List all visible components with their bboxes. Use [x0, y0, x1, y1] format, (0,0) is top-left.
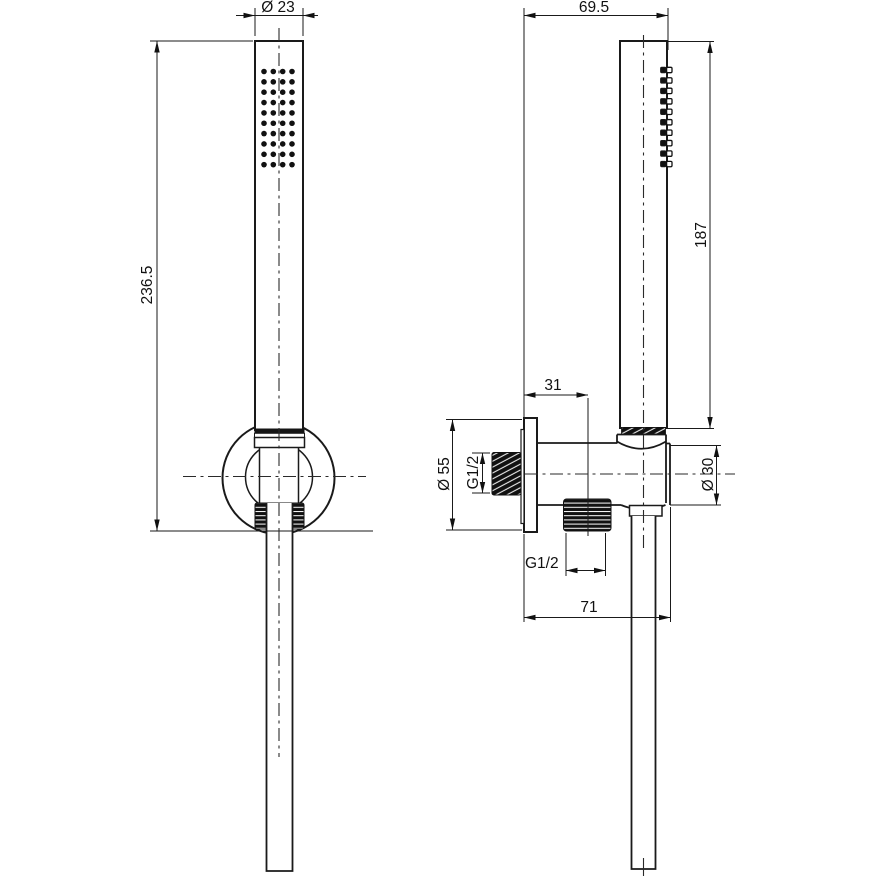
dim-label-handle-length: 187	[693, 222, 710, 248]
spray-nozzle-dot	[261, 89, 267, 95]
inlet-thread	[491, 452, 522, 496]
spray-nozzle-dot	[279, 151, 286, 158]
spray-nozzle-dot	[261, 99, 267, 106]
spray-nozzle-dot	[261, 120, 267, 127]
spray-nozzle-dot	[279, 161, 286, 168]
dim-label-outlet-offset: 31	[544, 377, 561, 394]
spray-nozzle-side-dot	[660, 129, 667, 136]
spray-nozzle-side-dot	[660, 66, 667, 74]
spray-nozzle-dot	[270, 79, 277, 85]
spray-nozzle-dot	[270, 120, 277, 127]
dimension-body-diameter: Ø 30	[670, 445, 721, 506]
spray-nozzle-side-dot	[660, 77, 667, 84]
spray-nozzle-side-dot-outline	[665, 98, 673, 105]
spray-nozzle-dot	[289, 79, 295, 85]
spray-nozzle-dot	[261, 68, 267, 75]
spray-nozzle-dot	[289, 68, 295, 75]
cradle-side-outline	[616, 433, 667, 503]
spray-nozzle-side-dot-outline	[665, 66, 673, 74]
side-view: 69.5 187 31 Ø 55	[436, 0, 721, 870]
spray-nozzle-dot	[270, 68, 277, 75]
spray-nozzle-dot	[279, 130, 286, 137]
spray-nozzle-side-dot-outline	[665, 150, 673, 157]
spray-nozzle-dot	[279, 89, 286, 95]
dim-label-total-length: 236.5	[139, 266, 156, 305]
spray-nozzle-dot	[279, 99, 286, 106]
hose-front-outline	[265, 503, 294, 872]
spray-nozzle-side-dot	[660, 150, 667, 157]
spray-nozzle-side-dot	[660, 160, 667, 168]
dim-label-outlet-thread: G1/2	[525, 555, 559, 572]
spray-nozzle-dot	[289, 130, 295, 137]
dimension-handle-length: 187	[667, 41, 714, 429]
spray-nozzle-dot	[270, 161, 277, 168]
bracket-hub-edges	[258, 447, 300, 503]
dimension-outlet-offset: 31	[524, 377, 589, 536]
dim-label-inlet-thread: G1/2	[465, 456, 482, 490]
dim-label-head-diameter: Ø 23	[261, 0, 295, 16]
spray-nozzle-dot	[289, 99, 295, 106]
dim-label-overall-width: 69.5	[579, 0, 609, 16]
spray-nozzle-dot	[289, 120, 295, 127]
spray-nozzle-side-dot	[660, 98, 667, 105]
spray-nozzle-dot	[279, 110, 286, 116]
spray-nozzle-side-dot	[660, 139, 667, 147]
front-view: Ø 23 236.5	[139, 0, 373, 872]
outlet-thread	[563, 498, 612, 532]
spray-nozzle-dot	[270, 99, 277, 106]
spray-nozzle-dot	[289, 110, 295, 116]
spray-nozzle-dot	[261, 130, 267, 137]
dimension-overall-width: 69.5	[523, 0, 669, 418]
spray-nozzle-side-dot	[660, 119, 667, 126]
spray-nozzle-grid	[261, 68, 295, 168]
spray-nozzle-dot	[261, 151, 267, 158]
spray-nozzle-dot	[270, 110, 277, 116]
dimension-overall-depth: 71	[523, 507, 671, 622]
dimension-total-length: 236.5	[139, 40, 373, 532]
spray-nozzles-side	[660, 66, 673, 168]
spray-nozzle-dot	[261, 141, 267, 147]
spray-nozzle-dot	[270, 151, 277, 158]
spray-nozzle-side-dot-outline	[665, 139, 673, 147]
spray-nozzle-side-dot-outline	[665, 129, 673, 137]
spray-nozzle-dot	[279, 79, 286, 85]
spray-nozzle-dot	[289, 141, 295, 147]
hose-side-fill	[632, 516, 655, 869]
spray-nozzle-dot	[289, 89, 295, 95]
spray-nozzle-dot	[279, 141, 286, 147]
dim-label-flange-diameter: Ø 55	[436, 457, 453, 491]
spray-nozzle-dot	[270, 130, 277, 137]
spray-nozzle-dot	[289, 151, 295, 158]
dimension-head-diameter: Ø 23	[236, 0, 318, 36]
spray-nozzle-side-dot	[660, 87, 667, 95]
spray-nozzle-side-dot-outline	[665, 160, 673, 168]
spray-nozzle-dot	[261, 79, 267, 85]
spray-nozzle-side-dot-outline	[665, 87, 673, 95]
spray-nozzle-dot	[261, 110, 267, 116]
spray-nozzle-dot	[279, 68, 286, 75]
dimension-inlet-thread: G1/2	[465, 452, 490, 494]
dimension-flange-diameter: Ø 55	[436, 419, 522, 531]
spray-nozzle-side-dot	[660, 108, 667, 115]
spray-nozzle-side-dot-outline	[665, 77, 673, 84]
spray-nozzle-side-dot-outline	[665, 118, 673, 126]
spray-nozzle-dot	[270, 141, 277, 147]
wall-flange	[523, 417, 538, 533]
centerlines	[183, 28, 735, 876]
spray-nozzle-dot	[289, 161, 295, 168]
dim-label-overall-depth: 71	[580, 599, 597, 616]
spray-nozzle-side-dot-outline	[665, 108, 673, 116]
spray-nozzle-dot	[279, 120, 286, 127]
spray-nozzle-dot	[270, 89, 277, 95]
hose-nut-side	[628, 504, 663, 517]
dimension-outlet-thread: G1/2	[525, 533, 606, 576]
spray-nozzle-dot	[261, 161, 267, 168]
